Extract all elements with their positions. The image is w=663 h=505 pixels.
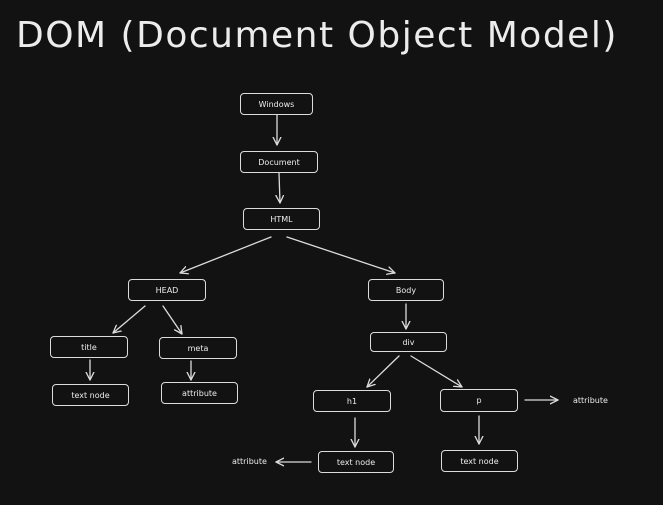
label-p-attribute: attribute <box>573 396 608 405</box>
node-html: HTML <box>243 208 320 230</box>
edge-head-title <box>112 305 146 334</box>
diagram-title: DOM (Document Object Model) <box>16 15 618 56</box>
edge-html-body <box>286 236 396 273</box>
node-body: Body <box>368 279 444 301</box>
node-h1: h1 <box>313 390 391 412</box>
node-document: Document <box>240 151 318 173</box>
edge-html-head <box>179 236 272 273</box>
node-p-text-node: text node <box>441 450 518 472</box>
node-head: HEAD <box>128 279 206 301</box>
edge-head-meta <box>162 305 183 335</box>
edge-div-h1 <box>366 355 400 388</box>
node-windows: Windows <box>240 93 313 115</box>
node-meta-attribute: attribute <box>161 382 238 404</box>
edge-document-html <box>279 172 280 204</box>
node-div: div <box>370 332 447 352</box>
node-h1-text-node: text node <box>318 451 394 473</box>
node-title-text-node: text node <box>52 384 129 406</box>
node-title: title <box>50 336 128 358</box>
node-p: p <box>440 389 518 412</box>
node-meta: meta <box>159 337 237 359</box>
label-h1-attribute: attribute <box>232 457 267 466</box>
edge-div-p <box>410 355 463 388</box>
